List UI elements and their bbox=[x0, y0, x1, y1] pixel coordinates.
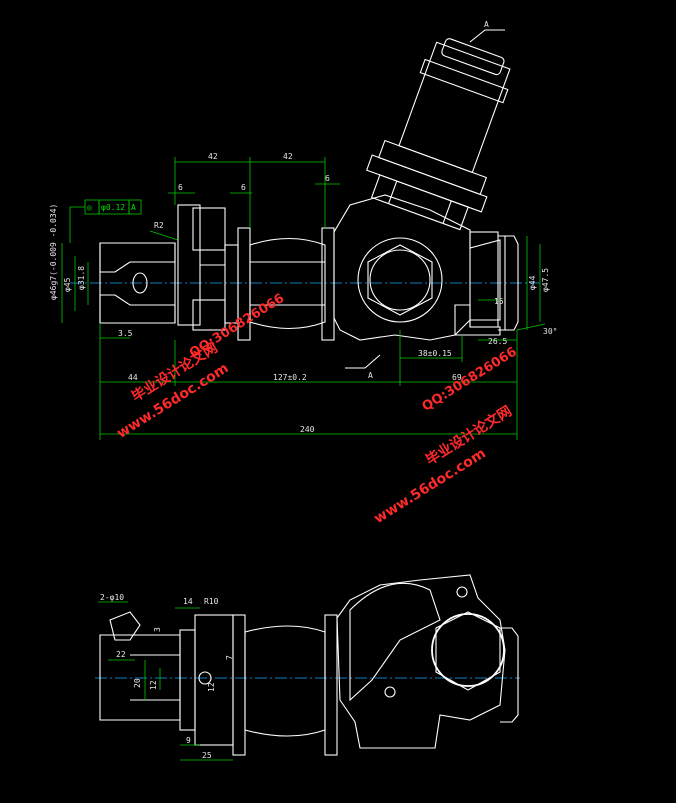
bottom-view: 2-φ10 14 R10 3 22 20 12 12 7 9 25 bbox=[95, 574, 520, 761]
dim-44: 44 bbox=[128, 373, 138, 382]
dim-38: 38±0.15 bbox=[418, 349, 452, 358]
main-view: A A ◎ φ0.12 A 42 42 6 6 bbox=[49, 20, 557, 440]
dim-12b: 12 bbox=[207, 682, 216, 692]
section-label-top: A bbox=[484, 20, 489, 29]
dim-6-c: 6 bbox=[325, 174, 330, 183]
dim-42-left: 42 bbox=[208, 152, 218, 161]
dim-6-b: 6 bbox=[241, 183, 246, 192]
dim-hole-note: 2-φ10 bbox=[100, 593, 124, 602]
dim-15: 15 bbox=[494, 297, 504, 306]
middle-barrel bbox=[249, 227, 335, 341]
dim-phi45: φ45 bbox=[63, 277, 72, 292]
top-dimensions: 42 42 6 6 6 R2 bbox=[149, 152, 340, 241]
section-label-bottom: A bbox=[368, 371, 373, 380]
dim-69: 69 bbox=[452, 373, 462, 382]
dim-r10: R10 bbox=[204, 597, 219, 606]
section-mark-top: A bbox=[469, 20, 505, 43]
section-mark-bottom: A bbox=[345, 354, 381, 380]
dim-12: 12 bbox=[149, 680, 158, 690]
dim-20: 20 bbox=[133, 678, 142, 688]
valve-housing bbox=[333, 194, 519, 341]
dim-22: 22 bbox=[116, 650, 126, 659]
dim-phi47-5: φ47.5 bbox=[541, 268, 550, 292]
tolerance-symbol: ◎ bbox=[87, 203, 92, 212]
tolerance-frame: ◎ φ0.12 A bbox=[69, 199, 142, 243]
dim-3: 3 bbox=[153, 627, 162, 632]
slanted-cylinder bbox=[365, 38, 511, 231]
dim-14: 14 bbox=[183, 597, 193, 606]
dim-phi44: φ44 bbox=[528, 275, 537, 290]
dim-26-5: 26.5 bbox=[488, 337, 507, 346]
dim-42-right: 42 bbox=[283, 152, 293, 161]
dim-127: 127±0.2 bbox=[273, 373, 307, 382]
dim-9: 9 bbox=[186, 736, 191, 745]
dim-r2: R2 bbox=[154, 221, 164, 230]
watermark-left: 毕业设计论文网 www.56doc.com QQ:306826066 bbox=[114, 291, 287, 442]
tolerance-datum: A bbox=[131, 203, 136, 212]
dim-240: 240 bbox=[300, 425, 315, 434]
right-diameter-dims: φ44 φ47.5 bbox=[526, 236, 550, 330]
dim-3-5: 3.5 bbox=[118, 329, 133, 338]
tolerance-value: φ0.12 bbox=[101, 203, 125, 212]
dim-6-a: 6 bbox=[178, 183, 183, 192]
watermark-qq-left: QQ:306826066 bbox=[187, 291, 287, 361]
dim-7: 7 bbox=[225, 655, 234, 660]
dim-30deg: 30° bbox=[543, 327, 557, 336]
left-diameter-dims: φ46g7(-0.009 -0.034) φ45 φ31.8 3.5 bbox=[49, 204, 133, 339]
dim-phi46: φ46g7(-0.009 -0.034) bbox=[49, 204, 58, 300]
dim-phi31-8: φ31.8 bbox=[77, 266, 86, 290]
bottom-dimensions: 44 127±0.2 69 240 38±0.15 26.5 15 30° bbox=[99, 297, 557, 440]
dim-25: 25 bbox=[202, 751, 212, 760]
